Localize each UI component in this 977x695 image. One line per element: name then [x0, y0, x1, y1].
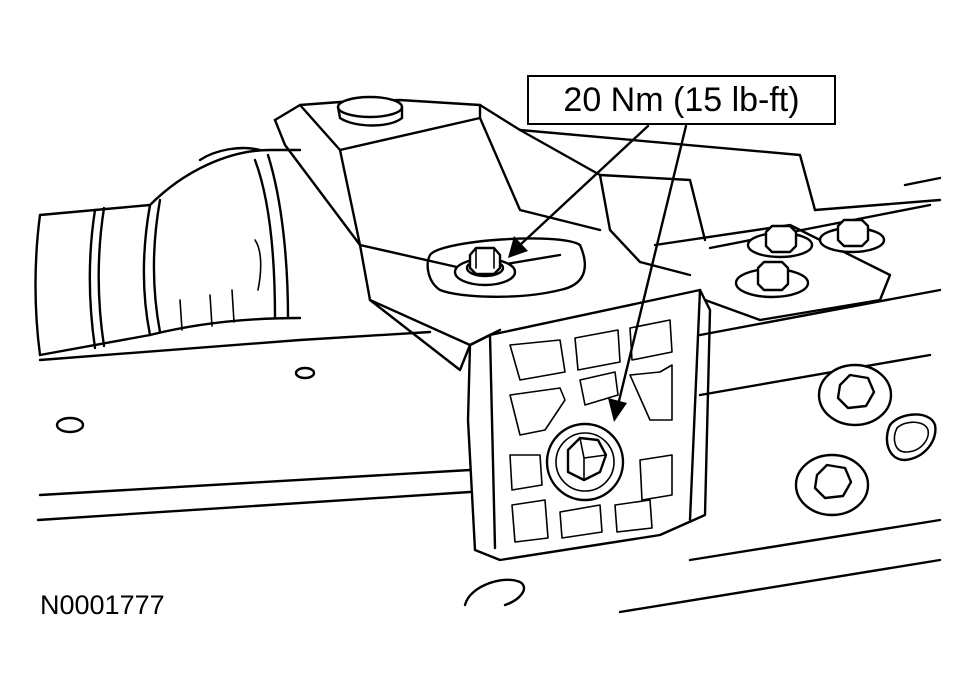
upper-bracket: [273, 95, 707, 372]
frame-bolts: [794, 363, 937, 517]
frame-holes: [55, 366, 526, 607]
lattice-bracket: [466, 288, 712, 562]
frame-rail: [36, 128, 942, 614]
figure-id-label: N0001777: [40, 590, 165, 620]
air-duct: [34, 146, 302, 357]
leader-arrows: [508, 124, 688, 422]
torque-callout: 20 Nm (15 lb-ft): [527, 75, 836, 125]
side-plate: [653, 218, 892, 322]
top-bolt: [426, 237, 587, 298]
